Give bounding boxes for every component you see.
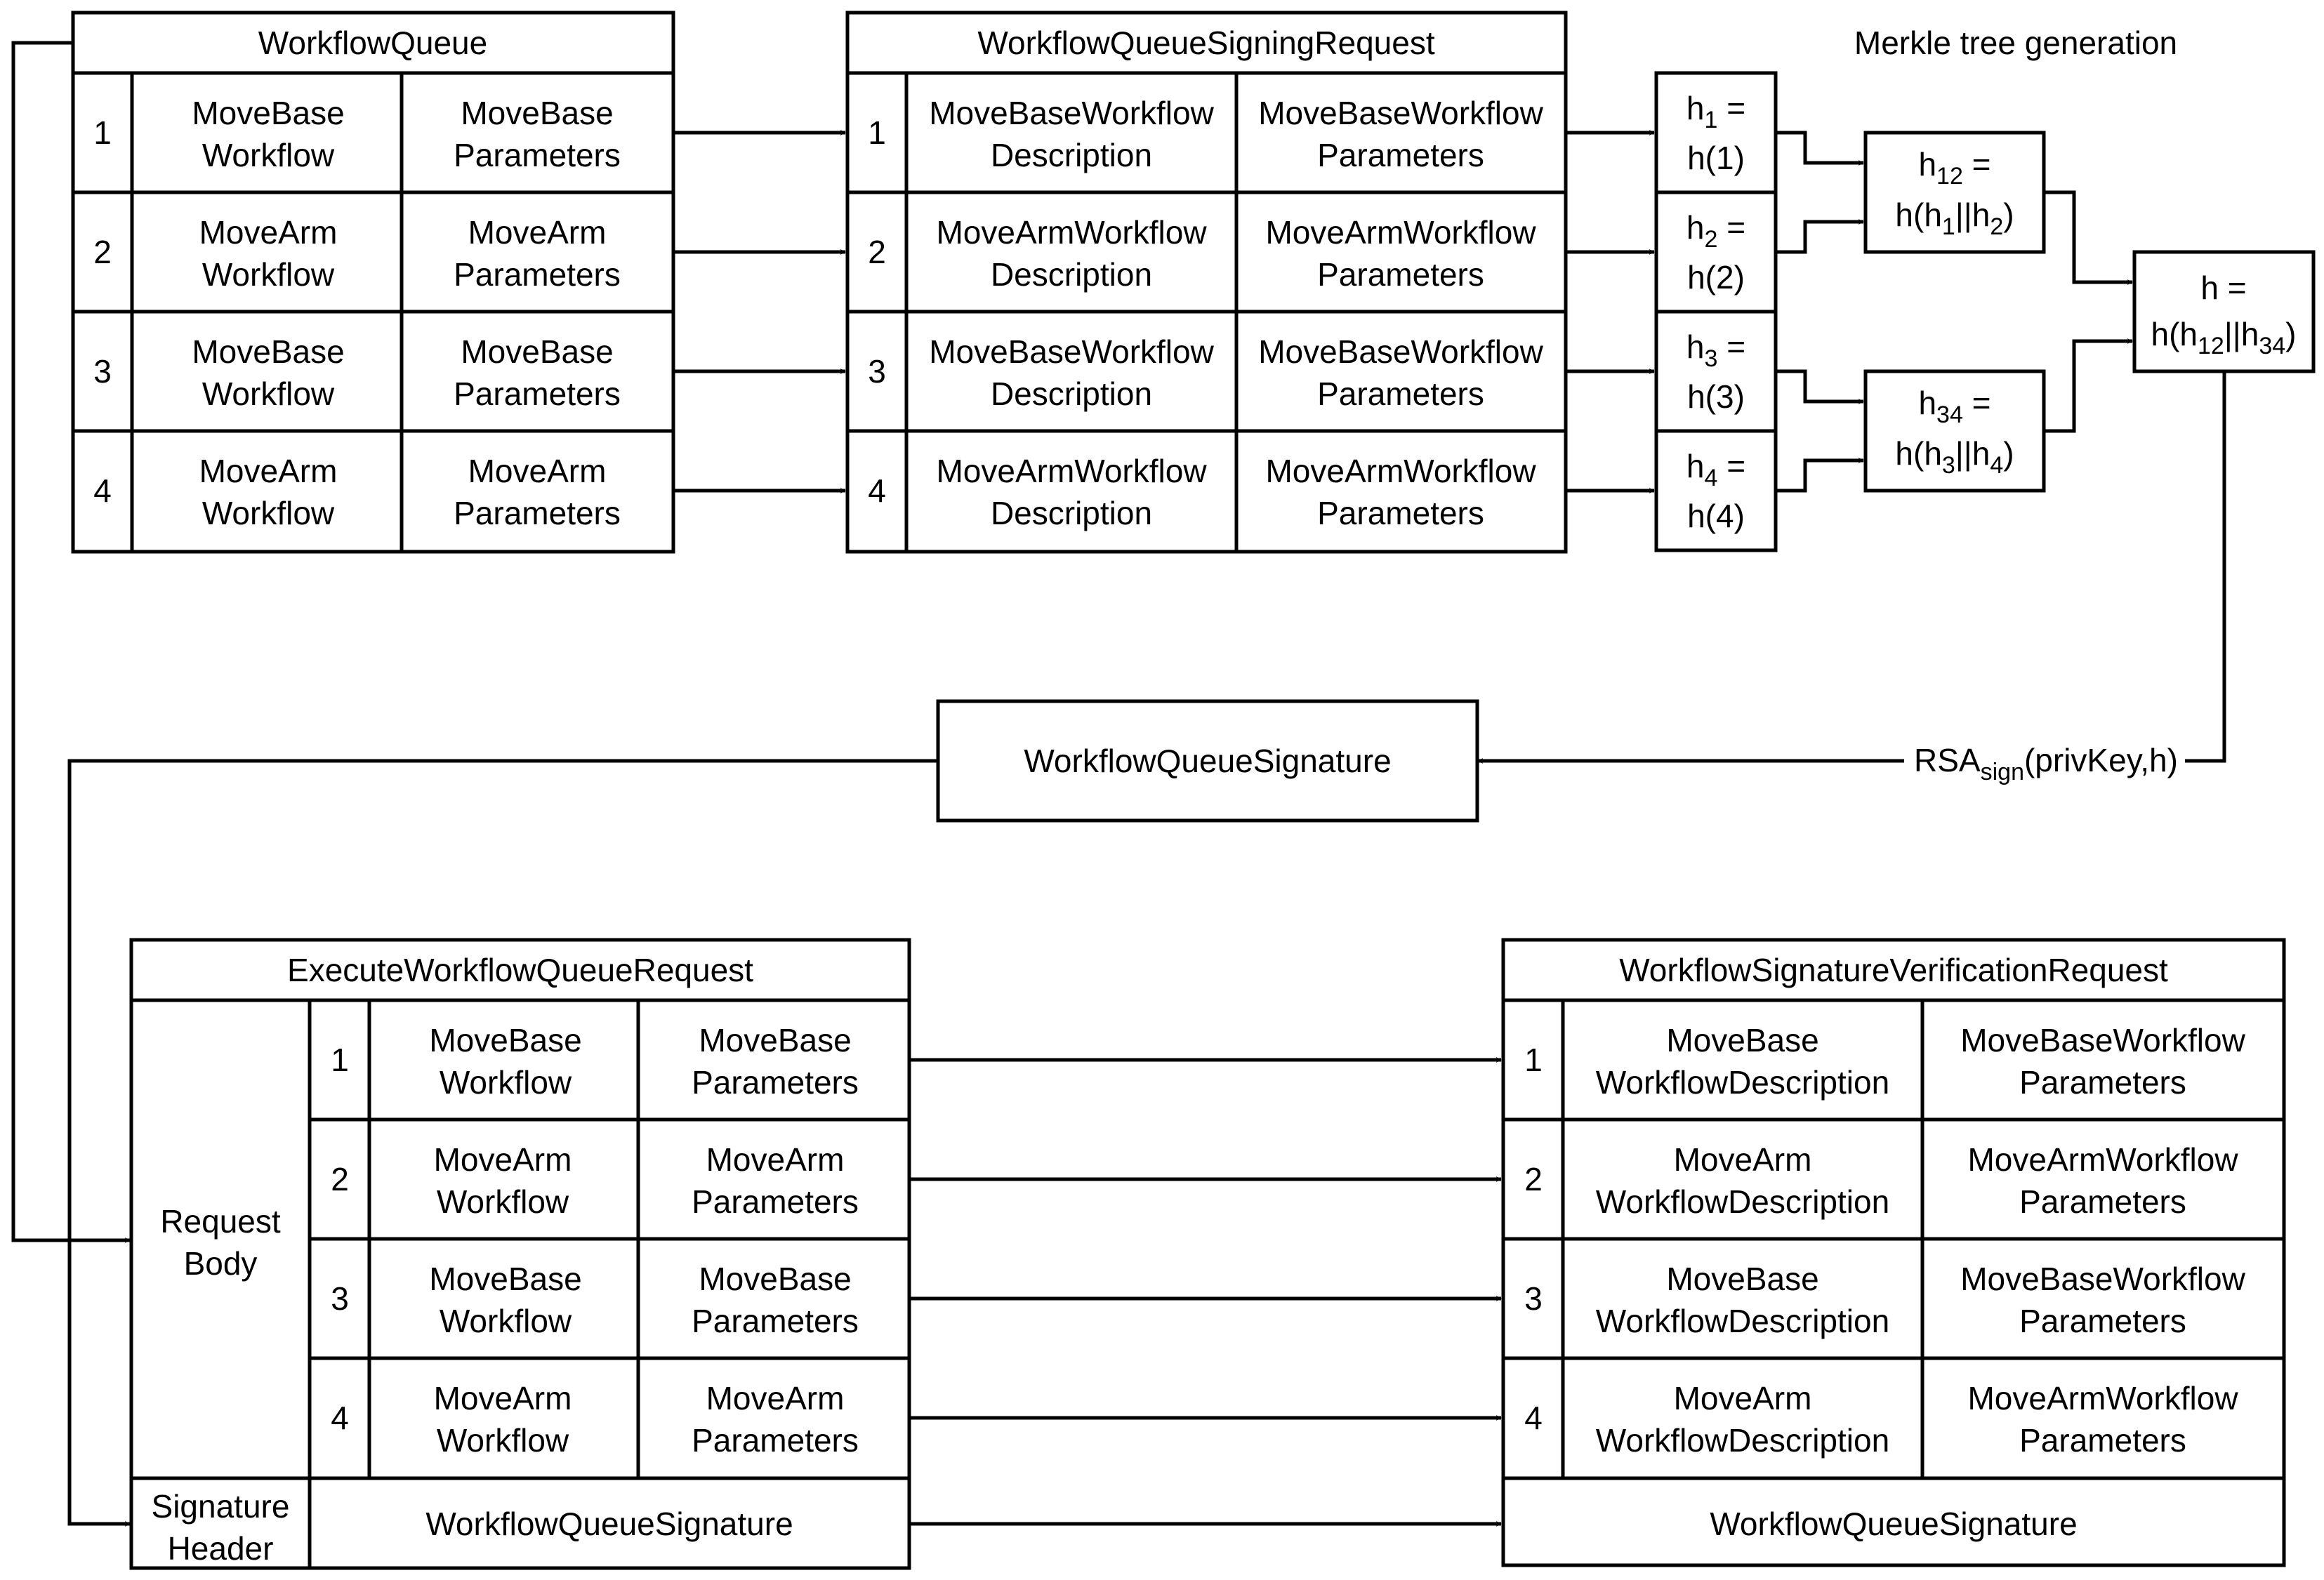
leaf-hash-fn: h(4) bbox=[1687, 498, 1745, 534]
leaf-hash-label: h3 = bbox=[1686, 328, 1745, 372]
queue-to-signing-arrows bbox=[673, 130, 846, 493]
workflow-queue-index: 1 bbox=[93, 114, 112, 151]
workflow-queue-index: 4 bbox=[93, 472, 112, 509]
leaf-hash-label: h4 = bbox=[1686, 448, 1745, 491]
verification-request-title: WorkflowSignatureVerificationRequest bbox=[1619, 952, 2168, 988]
signature-box-label: WorkflowQueueSignature bbox=[1024, 743, 1391, 779]
verification-request-signature: WorkflowQueueSignature bbox=[1710, 1506, 2077, 1542]
rsa-sign-label: RSAsign(privKey,h) bbox=[1914, 742, 2178, 785]
execute-request-index: 4 bbox=[331, 1400, 349, 1436]
merkle-root-node: h = h(h12||h34) bbox=[2132, 250, 2316, 373]
execute-request-index: 3 bbox=[331, 1280, 349, 1317]
h12-fn: h(h1||h2) bbox=[1895, 197, 2014, 240]
execute-request-index: 2 bbox=[331, 1161, 349, 1197]
merkle-leaves: h1 = h(1) h2 = h(2) h3 = h(3) h4 = h(4) bbox=[1654, 71, 1778, 552]
workflow-queue-index: 2 bbox=[93, 234, 112, 270]
h34-label: h34 = bbox=[1918, 385, 1990, 428]
verification-request-index: 4 bbox=[1524, 1400, 1543, 1436]
h12-label: h12 = bbox=[1918, 146, 1990, 190]
merkle-h34-node: h34 = h(h3||h4) bbox=[1863, 369, 2046, 493]
merkle-connectors bbox=[1776, 131, 2133, 493]
verification-request-table: WorkflowSignatureVerificationRequest Wor… bbox=[1501, 938, 2286, 1567]
leaf-hash-fn: h(1) bbox=[1687, 140, 1745, 176]
signing-request-table: WorkflowQueueSigningRequest 1 MoveBaseWo… bbox=[845, 11, 1568, 554]
verification-request-index: 2 bbox=[1524, 1161, 1543, 1197]
root-label: h = bbox=[2200, 270, 2246, 306]
root-fn: h(h12||h34) bbox=[2151, 316, 2297, 359]
execute-to-verification-arrows bbox=[909, 1057, 1502, 1527]
execute-request-index: 1 bbox=[331, 1042, 349, 1078]
signing-to-leaf-arrows bbox=[1566, 130, 1655, 493]
leaf-hash-label: h2 = bbox=[1686, 209, 1745, 253]
execute-request-title: ExecuteWorkflowQueueRequest bbox=[287, 952, 753, 988]
signing-request-index: 3 bbox=[868, 353, 886, 390]
leaf-hash-fn: h(3) bbox=[1687, 378, 1745, 415]
leaf-hash-fn: h(2) bbox=[1687, 259, 1745, 296]
signing-request-index: 2 bbox=[868, 234, 886, 270]
left-connectors bbox=[11, 41, 938, 1527]
verification-request-index: 1 bbox=[1524, 1042, 1543, 1078]
workflow-queue-index: 3 bbox=[93, 353, 112, 390]
signing-request-index: 4 bbox=[868, 472, 886, 509]
workflow-queue-title: WorkflowQueue bbox=[258, 25, 487, 61]
execute-request-signature: WorkflowQueueSignature bbox=[425, 1506, 793, 1542]
h34-fn: h(h3||h4) bbox=[1895, 435, 2014, 479]
signing-request-title: WorkflowQueueSigningRequest bbox=[977, 25, 1434, 61]
verification-request-index: 3 bbox=[1524, 1280, 1543, 1317]
merkle-h12-node: h12 = h(h1||h2) bbox=[1863, 131, 2046, 254]
leaf-hash-label: h1 = bbox=[1686, 90, 1745, 133]
merkle-title: Merkle tree generation bbox=[1854, 25, 2177, 61]
signature-box: WorkflowQueueSignature bbox=[936, 699, 1479, 823]
signing-request-index: 1 bbox=[868, 114, 886, 151]
rsa-label-bg bbox=[1904, 740, 2185, 782]
